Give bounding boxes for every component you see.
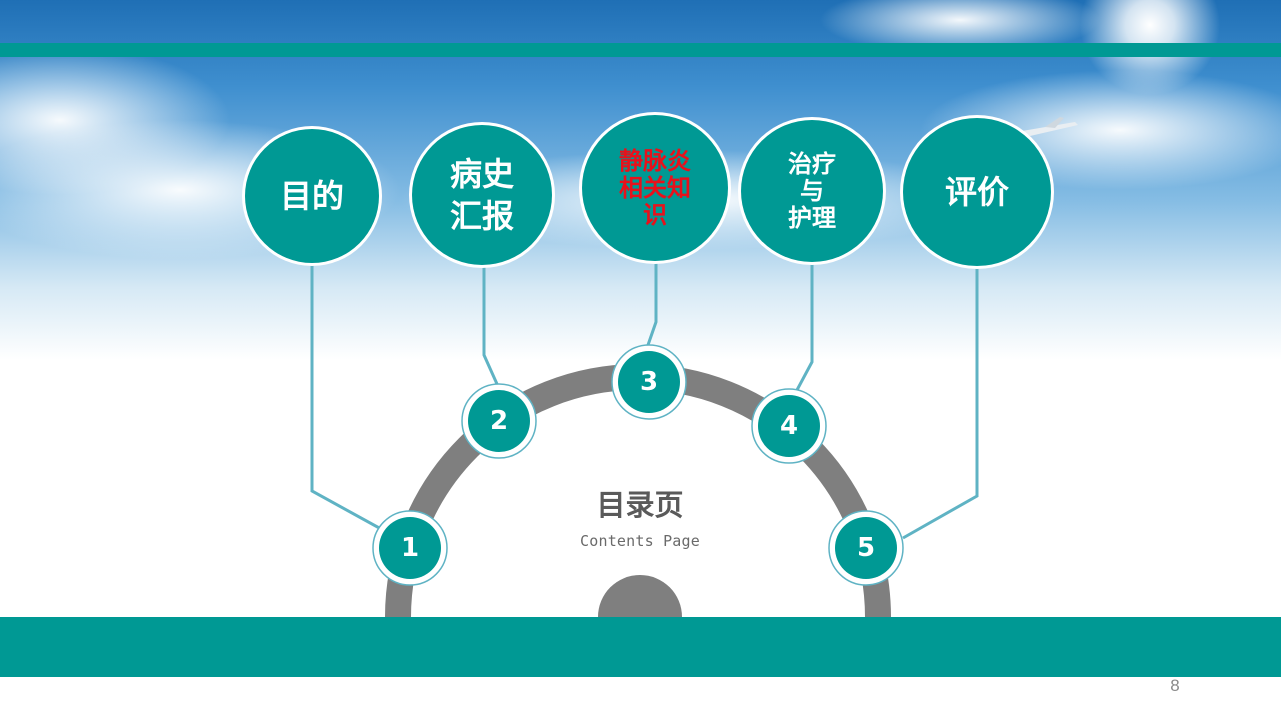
page-number: 8	[1170, 676, 1180, 695]
step-number-4: 4	[780, 411, 798, 441]
step-number-2: 2	[490, 406, 508, 436]
step-node-2[interactable]	[468, 390, 530, 452]
center-subtitle: Contents Page	[580, 532, 700, 550]
connector-2	[482, 264, 499, 385]
step-number-5: 5	[857, 533, 875, 563]
step-node-4[interactable]	[758, 395, 820, 457]
step-number-3: 3	[640, 367, 658, 397]
connector-3	[646, 260, 658, 346]
airplane-icon	[1022, 117, 1078, 136]
topic-bubble-1[interactable]	[245, 129, 379, 263]
topic-bubble-4[interactable]	[741, 120, 883, 262]
step-number-1: 1	[401, 533, 419, 563]
bottom-band	[0, 617, 1281, 677]
step-node-3[interactable]	[618, 351, 680, 413]
topic-bubble-2[interactable]	[412, 125, 552, 265]
connector-1	[310, 262, 393, 537]
connector-5	[902, 265, 979, 540]
topic-bubble-3[interactable]	[582, 115, 728, 261]
center-title: 目录页	[596, 488, 684, 522]
topic-label-5: 评价	[945, 173, 1009, 211]
topic-label-4: 治疗	[788, 150, 836, 178]
step-node-5[interactable]	[835, 517, 897, 579]
topic-label-2: 汇报	[450, 197, 514, 235]
step-node-1[interactable]	[379, 517, 441, 579]
topic-label-1: 目的	[280, 177, 344, 215]
topic-label-3: 相关知	[619, 174, 691, 202]
topic-bubble-5[interactable]	[903, 118, 1051, 266]
topic-label-4: 与	[800, 177, 824, 205]
center-dome	[598, 575, 682, 617]
topic-label-3: 静脉炎	[619, 147, 691, 175]
connector-4	[795, 261, 814, 391]
topic-label-4: 护理	[788, 204, 836, 232]
topic-label-2: 病史	[450, 155, 514, 193]
topic-label-3: 识	[643, 201, 667, 229]
